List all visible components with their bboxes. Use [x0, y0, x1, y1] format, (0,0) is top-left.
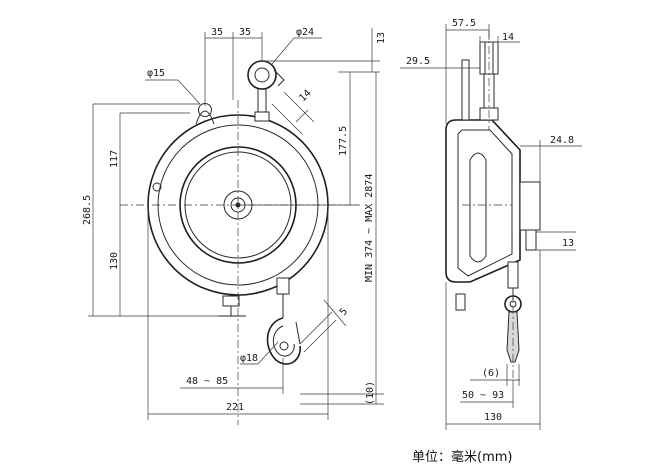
cable-stopper [222, 295, 240, 307]
top-hook-collar [254, 111, 270, 122]
side-stopper [455, 293, 466, 311]
bottom-hook-inner [272, 325, 295, 357]
dim-phi15: φ15 [147, 68, 165, 79]
dimension-labels: 35 35 φ24 φ15 13 14 177.5 268.5 117 130 … [82, 18, 574, 423]
hook-eye [279, 341, 289, 351]
side-body-inner [457, 129, 513, 277]
side-cable-guide [507, 261, 519, 289]
side-knob [152, 182, 162, 192]
dim-5-slant: 5 [338, 306, 350, 318]
front-dimensions [88, 28, 384, 420]
front-view [120, 60, 358, 425]
side-dimensions [400, 24, 582, 430]
dim-130-front: 130 [109, 252, 120, 270]
top-hook-inner [254, 67, 270, 83]
dim-57-5: 57.5 [452, 18, 476, 29]
side-top-post [461, 59, 470, 121]
dim-phi24: φ24 [296, 27, 314, 38]
dim-130-side: 130 [484, 412, 502, 423]
hook-latch [295, 321, 301, 345]
dim-50-93: 50 ~ 93 [462, 390, 504, 401]
top-hook-ring [247, 60, 277, 90]
top-lug [195, 110, 215, 125]
dim-29-5: 29.5 [406, 56, 430, 67]
dim-10-paren: (10) [365, 381, 376, 405]
dim-117: 117 [109, 150, 120, 168]
dim-221: 221 [226, 402, 244, 413]
dim-35-left: 35 [211, 27, 223, 38]
dim-14-slant: 14 [297, 88, 313, 104]
side-hook-body [506, 311, 520, 363]
dim-13-side: 13 [562, 238, 574, 249]
dim-13-top: 13 [376, 32, 387, 44]
dim-48-85: 48 ~ 85 [186, 376, 228, 387]
side-boss-nut [525, 229, 537, 251]
top-hook-latch [273, 69, 285, 87]
dim-177-5: 177.5 [338, 126, 349, 156]
dim-14-side: 14 [502, 32, 514, 43]
side-body [445, 119, 521, 283]
dim-6-paren: (6) [482, 368, 500, 379]
dim-phi18: φ18 [240, 353, 258, 364]
bottom-hook [266, 317, 301, 365]
side-slot [469, 152, 487, 263]
dim-35-right: 35 [239, 27, 251, 38]
side-view [445, 30, 541, 380]
dim-268-5: 268.5 [82, 195, 93, 225]
unit-note: 单位：毫米(mm) [412, 450, 513, 465]
dim-stroke-range: MIN 374 ~ MAX 2874 [364, 174, 375, 282]
cable-guide [276, 277, 290, 295]
dim-24-8: 24.8 [550, 135, 574, 146]
side-boss [519, 181, 541, 231]
